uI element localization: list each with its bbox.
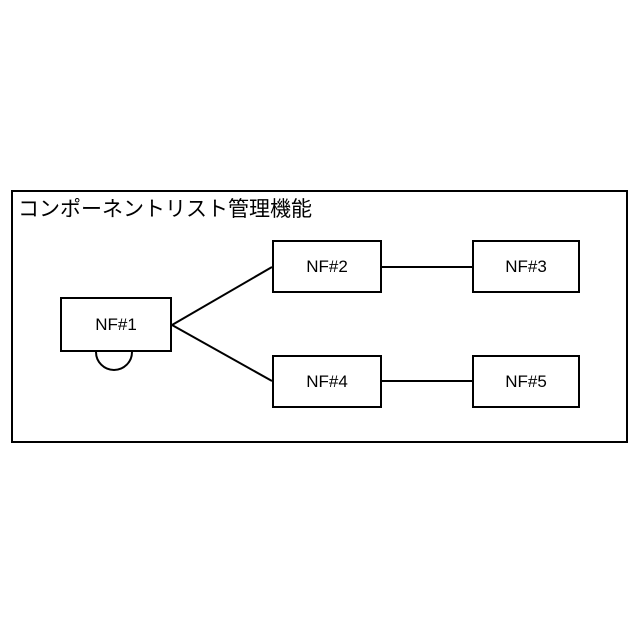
component-label-nf4: NF#4 xyxy=(306,371,348,391)
component-label-nf1: NF#1 xyxy=(95,314,137,334)
component-node-nf3[interactable]: NF#3 xyxy=(472,240,580,293)
component-label-nf2: NF#2 xyxy=(306,256,348,276)
component-label-nf5: NF#5 xyxy=(505,371,547,391)
component-label-nf3: NF#3 xyxy=(505,256,547,276)
component-node-nf4[interactable]: NF#4 xyxy=(272,355,382,408)
component-node-nf2[interactable]: NF#2 xyxy=(272,240,382,293)
component-node-nf1[interactable]: NF#1 xyxy=(60,297,172,352)
group-title: コンポーネントリスト管理機能 xyxy=(18,198,312,221)
component-node-nf5[interactable]: NF#5 xyxy=(472,355,580,408)
